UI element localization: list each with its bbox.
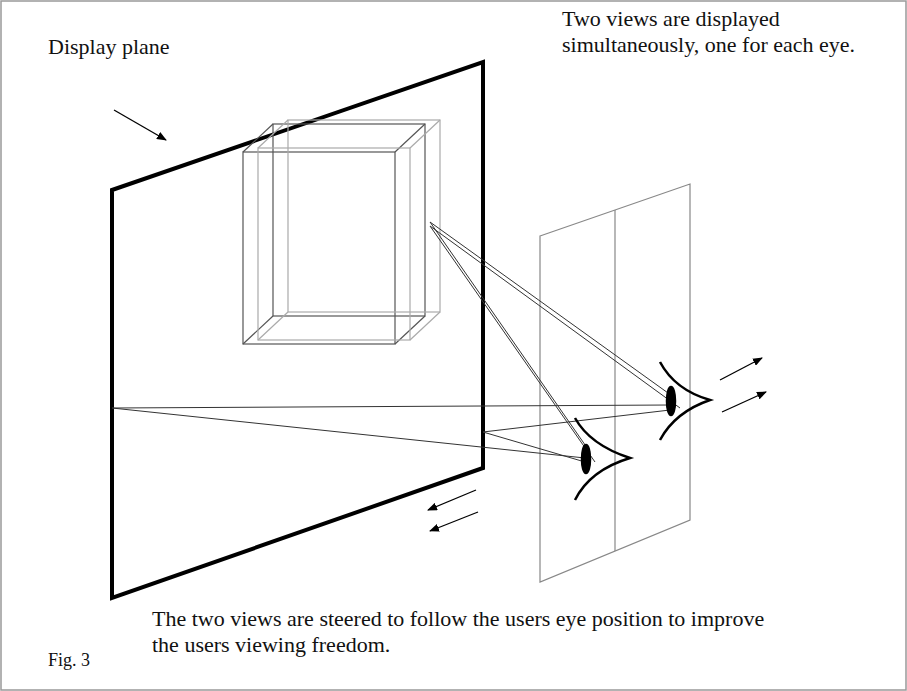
cube-view-left [243, 124, 425, 344]
display-plane [112, 62, 483, 598]
display-plane-label: Display plane [48, 34, 268, 60]
view-rays [112, 222, 680, 462]
bottom-note: The two views are steered to follow the … [152, 606, 792, 659]
cube-view-right [258, 120, 440, 340]
motion-arrows [114, 110, 766, 531]
figure-number: Fig. 3 [48, 650, 138, 672]
top-note: Two views are displayed simultaneously, … [562, 6, 897, 59]
eye-symbols [575, 362, 710, 500]
viewing-window [540, 184, 690, 582]
